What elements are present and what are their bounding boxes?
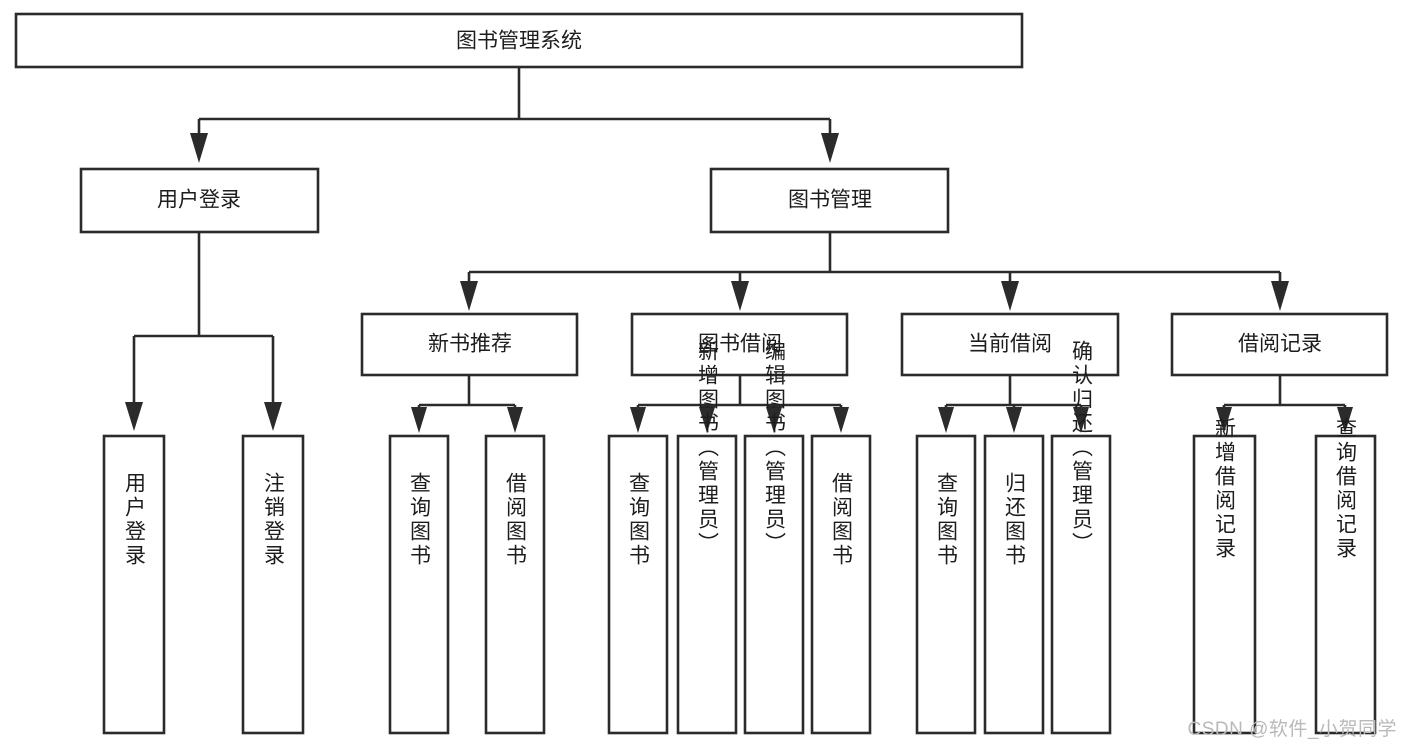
node-box[interactable] [743, 434, 805, 735]
node-box[interactable] [810, 434, 872, 735]
arrow-head-icon [833, 407, 849, 433]
node-label-leaf-query-book-newbook: 查询图书 [408, 472, 432, 568]
node-box[interactable] [607, 434, 669, 735]
node-box[interactable] [102, 434, 166, 735]
arrow-head-icon [766, 407, 782, 433]
node-box[interactable] [630, 312, 849, 377]
edge-group-currentborrow-to-leaves [938, 375, 1089, 433]
node-label-leaf-add-borrow-record: 新增借阅记录 [1213, 417, 1237, 561]
arrow-head-icon [411, 407, 427, 433]
node-box[interactable] [709, 167, 950, 234]
node-label-leaf-user-login: 用户登录 [123, 472, 147, 568]
node-leaf-confirm-return-admin[interactable]: 确认归还（管理员） [1050, 340, 1112, 735]
node-leaf-add-book-admin[interactable]: 新增图书（管理员） [676, 340, 738, 735]
arrow-head-icon [699, 407, 715, 433]
node-leaf-query-book-current[interactable]: 查询图书 [915, 434, 977, 735]
arrow-head-icon [1001, 281, 1019, 311]
node-box[interactable] [360, 312, 579, 377]
node-label-leaf-query-book-current: 查询图书 [935, 472, 959, 568]
node-box[interactable] [241, 434, 305, 735]
arrow-head-icon [938, 407, 954, 433]
node-box[interactable] [983, 434, 1045, 735]
edge-group-borrowrecord-to-leaves [1216, 375, 1353, 433]
node-leaf-query-book-newbook[interactable]: 查询图书 [388, 434, 450, 735]
arrow-head-icon [1337, 407, 1353, 433]
arrow-head-icon [1073, 407, 1089, 433]
node-label-leaf-query-book-borrow: 查询图书 [627, 472, 651, 568]
node-leaf-user-login[interactable]: 用户登录 [102, 434, 166, 735]
node-box[interactable] [1050, 434, 1112, 735]
arrow-head-icon [1006, 407, 1022, 433]
node-label-book-borrow: 图书借阅 [698, 333, 782, 356]
node-box[interactable] [388, 434, 450, 735]
edge-group-bookborrow-to-leaves [630, 375, 849, 433]
node-label-leaf-borrow-book-newbook: 借阅图书 [504, 472, 528, 568]
node-box[interactable] [484, 434, 546, 735]
node-label-current-borrow: 当前借阅 [968, 333, 1052, 356]
node-box[interactable] [1170, 312, 1389, 377]
node-current-borrow[interactable]: 当前借阅 [900, 312, 1120, 377]
arrow-head-icon [460, 281, 478, 311]
node-box[interactable] [79, 167, 320, 234]
node-root-book-management-system[interactable]: 图书管理系统 [14, 12, 1024, 69]
arrow-head-icon [190, 133, 208, 163]
arrow-head-icon [125, 402, 143, 431]
edge-group-bookmgmt-to-level3 [460, 232, 1289, 311]
node-book-management[interactable]: 图书管理 [709, 167, 950, 234]
node-leaf-edit-book-admin[interactable]: 编辑图书（管理员） [743, 340, 805, 735]
node-label-leaf-logout: 注销登录 [262, 472, 286, 568]
node-label-user-login: 用户登录 [157, 189, 241, 212]
csdn-watermark: CSDN @软件_小贺同学 [1187, 719, 1397, 740]
node-label-leaf-query-borrow-record: 查询借阅记录 [1334, 417, 1358, 561]
node-box[interactable] [14, 12, 1024, 69]
node-book-borrow[interactable]: 图书借阅 [630, 312, 849, 377]
node-leaf-query-book-borrow[interactable]: 查询图书 [607, 434, 669, 735]
arrow-head-icon [1271, 281, 1289, 311]
node-leaf-borrow-book-newbook[interactable]: 借阅图书 [484, 434, 546, 735]
node-label-leaf-edit-book-admin: 编辑图书（管理员） [763, 340, 787, 556]
node-borrow-record[interactable]: 借阅记录 [1170, 312, 1389, 377]
node-label-borrow-record: 借阅记录 [1238, 333, 1322, 356]
node-box[interactable] [900, 312, 1120, 377]
edge-group-root-to-level2 [190, 67, 839, 163]
node-label-new-book-recommend: 新书推荐 [428, 333, 512, 356]
node-label-leaf-add-book-admin: 新增图书（管理员） [696, 340, 720, 556]
node-box[interactable] [1314, 434, 1377, 735]
node-box[interactable] [676, 434, 738, 735]
node-box[interactable] [1192, 434, 1257, 735]
arrow-head-icon [507, 407, 523, 433]
node-new-book-recommend[interactable]: 新书推荐 [360, 312, 579, 377]
edge-group-userlogin-to-leaves [125, 232, 282, 431]
node-user-login[interactable]: 用户登录 [79, 167, 320, 234]
arrow-head-icon [731, 281, 749, 311]
node-label-book-management: 图书管理 [788, 189, 872, 212]
node-label-root: 图书管理系统 [456, 30, 582, 53]
node-box[interactable] [915, 434, 977, 735]
arrow-head-icon [1216, 407, 1232, 433]
node-leaf-logout[interactable]: 注销登录 [241, 434, 305, 735]
arrow-head-icon [821, 133, 839, 163]
node-label-leaf-borrow-book: 借阅图书 [830, 472, 854, 568]
node-leaf-query-borrow-record[interactable]: 查询借阅记录 [1314, 417, 1377, 735]
arrow-head-icon [630, 407, 646, 433]
node-leaf-return-book[interactable]: 归还图书 [983, 434, 1045, 735]
node-leaf-add-borrow-record[interactable]: 新增借阅记录 [1192, 417, 1257, 735]
node-label-leaf-return-book: 归还图书 [1003, 472, 1027, 568]
edge-group-newbook-to-leaves [411, 375, 523, 433]
arrow-head-icon [264, 402, 282, 431]
node-leaf-borrow-book[interactable]: 借阅图书 [810, 434, 872, 735]
node-label-leaf-confirm-return-admin: 确认归还（管理员） [1070, 340, 1094, 556]
